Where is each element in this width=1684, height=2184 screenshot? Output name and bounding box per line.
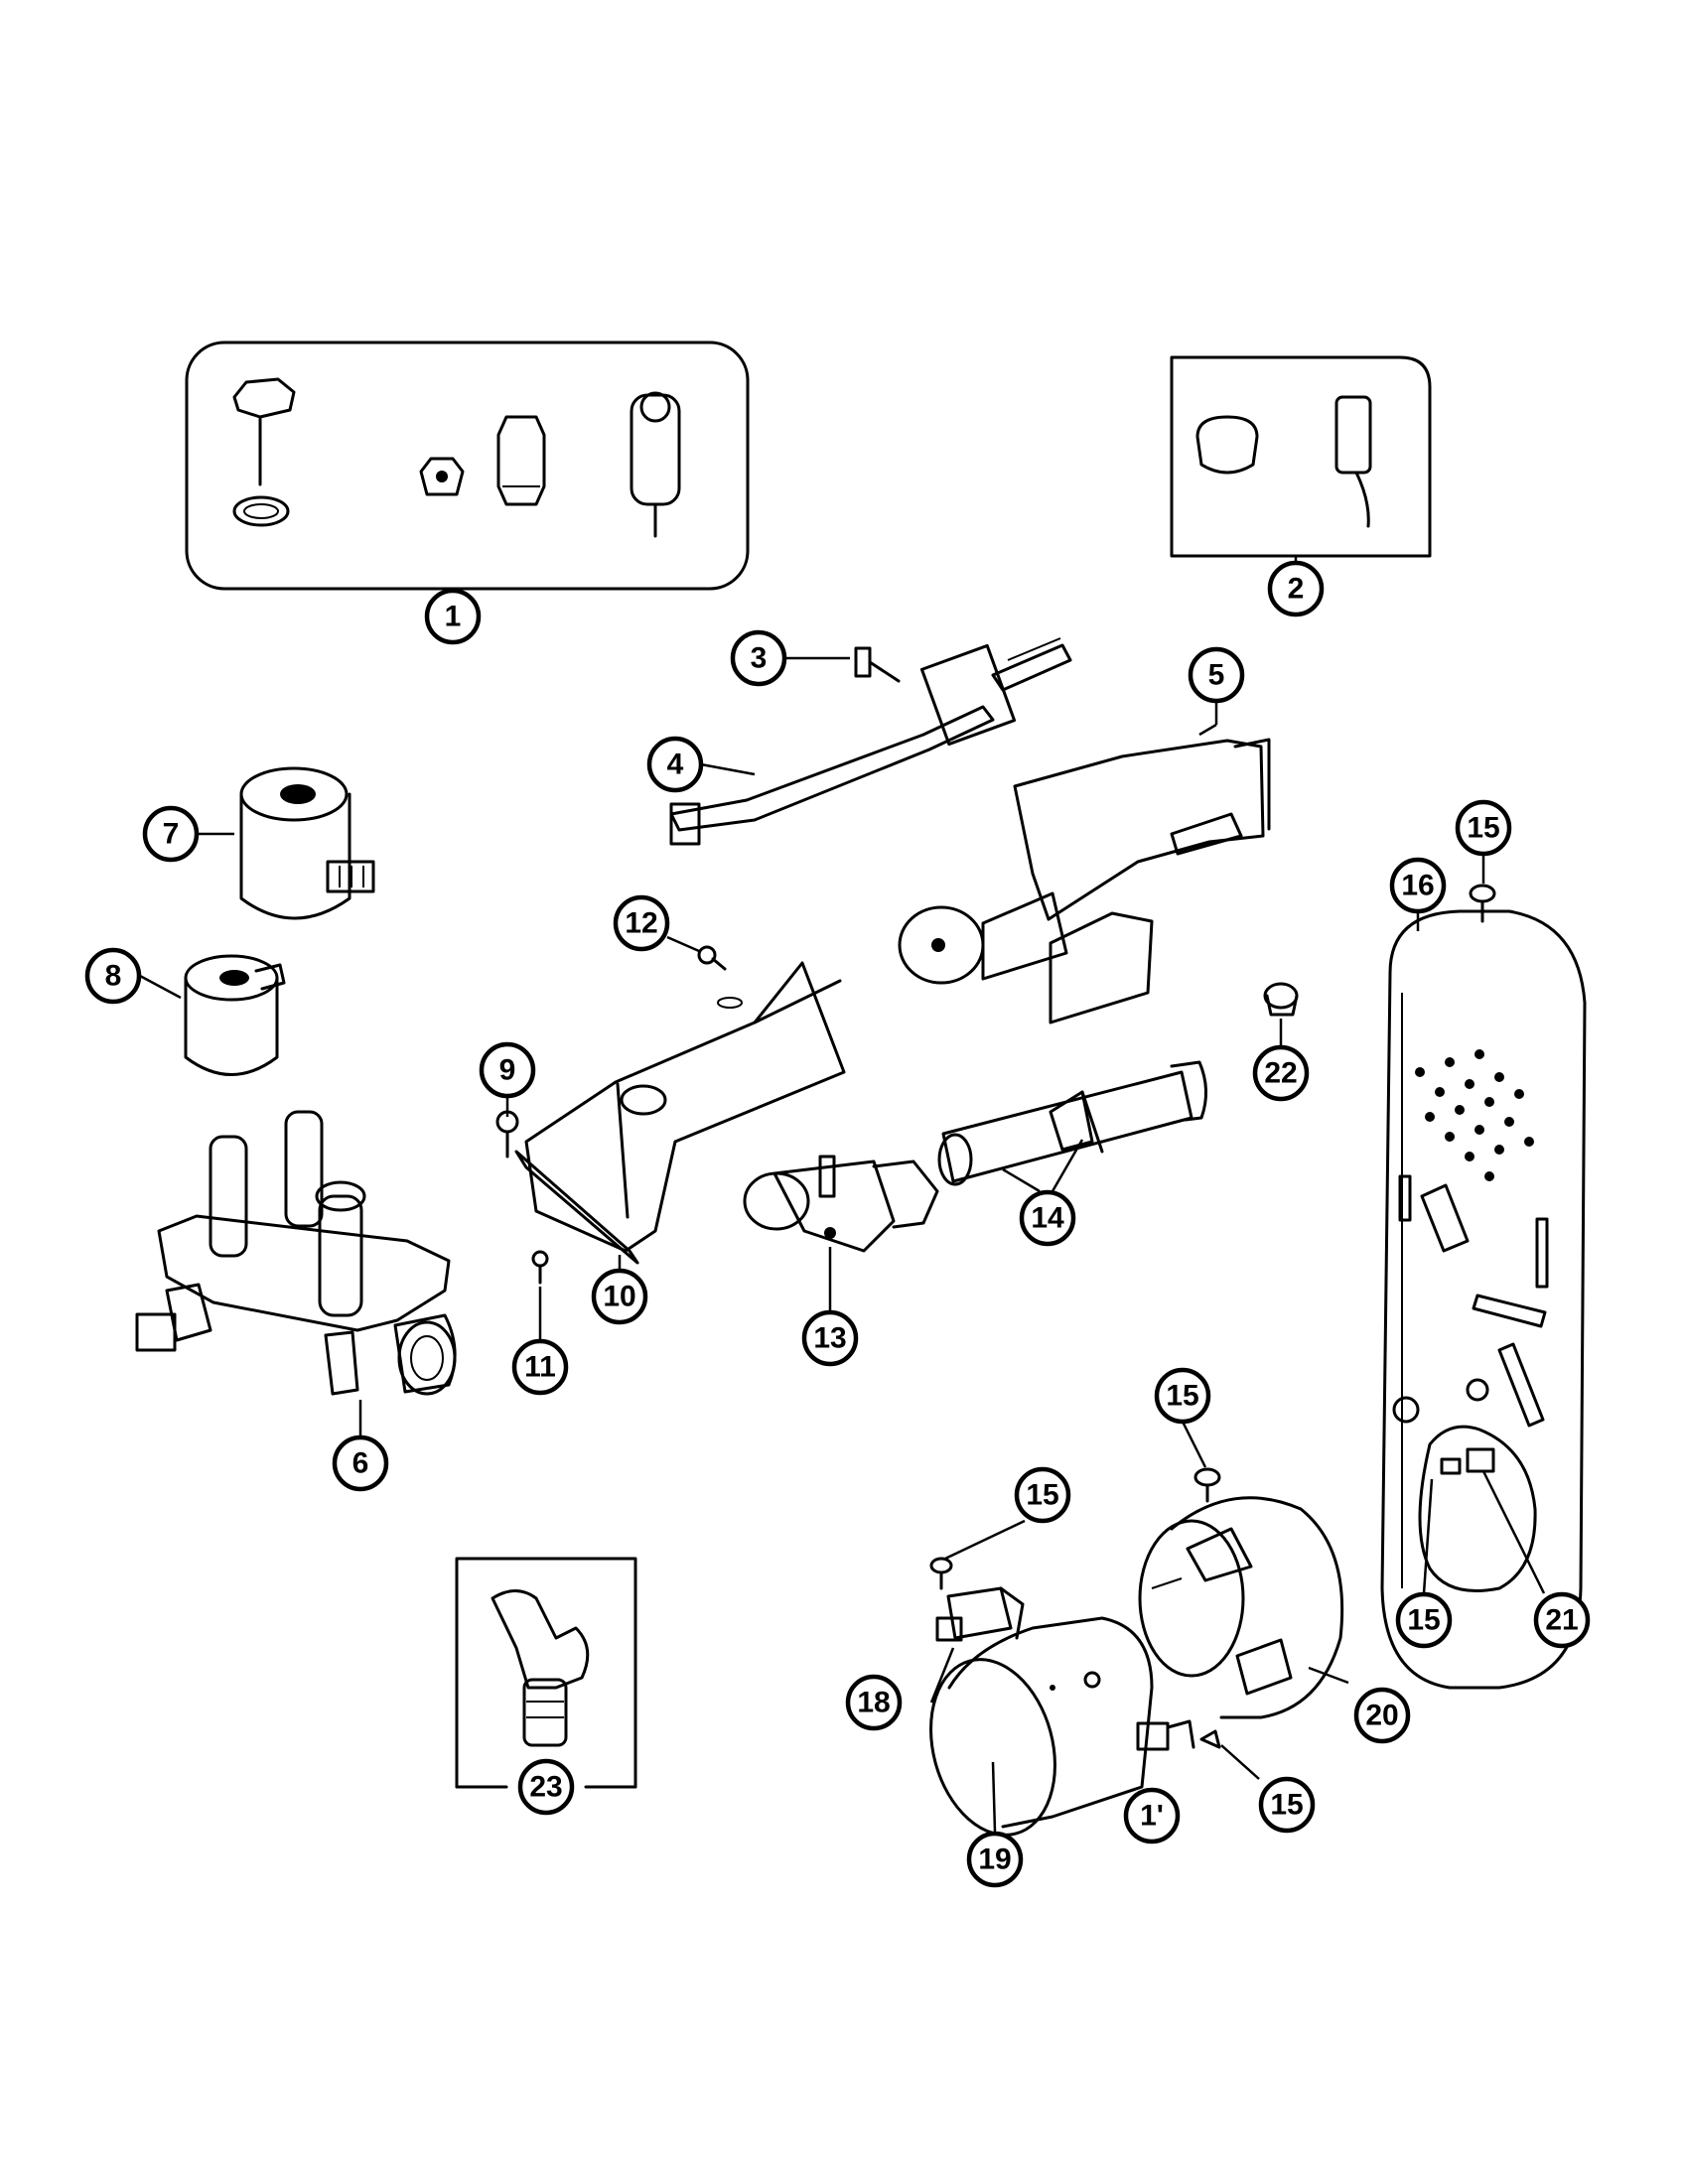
part-21-clip	[1440, 1447, 1495, 1475]
part-23-box	[455, 1557, 637, 1789]
callout-7: 7	[142, 805, 200, 863]
part-15-screw-low	[1199, 1729, 1221, 1749]
callout-8: 8	[84, 947, 142, 1005]
callout-14: 14	[1019, 1189, 1076, 1247]
callout-18: 18	[845, 1674, 903, 1731]
callout-15-left-label: 15	[1026, 1479, 1058, 1512]
callout-13-label: 13	[813, 1322, 846, 1355]
callout-1: 1	[424, 588, 482, 645]
part-6-valve	[135, 1110, 457, 1396]
part-4-igniter	[669, 637, 1072, 846]
callout-13: 13	[801, 1309, 859, 1367]
callout-14-label: 14	[1031, 1202, 1064, 1235]
part-11-screw	[531, 1250, 549, 1285]
part-19-cylinder	[929, 1616, 1154, 1837]
callout-11-label: 11	[524, 1351, 556, 1384]
callout-15-low-label: 15	[1270, 1789, 1303, 1822]
callout-15-cover-label: 15	[1407, 1604, 1440, 1637]
part-18-bracket	[935, 1586, 1025, 1642]
callout-16-label: 16	[1401, 870, 1434, 902]
callout-15-cover: 15	[1395, 1591, 1453, 1649]
kit-2-box	[1170, 355, 1432, 558]
callout-15-mid-label: 15	[1166, 1380, 1198, 1413]
part-15-screw-mid	[1193, 1467, 1221, 1503]
callout-17-label: 1'	[1140, 1800, 1164, 1833]
callout-15-top: 15	[1455, 799, 1512, 857]
callout-1-label: 1	[445, 601, 462, 633]
callout-6: 6	[332, 1434, 389, 1492]
callout-15-low: 15	[1258, 1776, 1316, 1834]
callout-23: 23	[517, 1758, 575, 1816]
callout-8-label: 8	[105, 960, 122, 993]
callout-4: 4	[646, 736, 704, 793]
callout-20-label: 20	[1365, 1700, 1398, 1732]
callout-9-label: 9	[499, 1054, 516, 1087]
part-15-screw-left	[929, 1557, 953, 1590]
kit-1-box	[185, 341, 750, 591]
leader-lines	[139, 556, 1546, 1833]
callout-2-label: 2	[1288, 573, 1305, 606]
callout-5-label: 5	[1208, 659, 1225, 692]
part-13-fitting	[743, 1155, 939, 1253]
callout-22: 22	[1252, 1044, 1310, 1102]
callout-12: 12	[613, 894, 670, 952]
callout-18-label: 18	[857, 1687, 890, 1719]
part-5-burner	[898, 738, 1271, 1024]
callout-20: 20	[1353, 1687, 1411, 1744]
callout-10-label: 10	[603, 1281, 635, 1313]
callout-12-label: 12	[625, 907, 657, 940]
callout-15-top-label: 15	[1467, 812, 1499, 845]
callout-19-label: 19	[978, 1843, 1011, 1876]
part-17-bracket	[1136, 1719, 1195, 1751]
part-9-screw	[495, 1110, 519, 1159]
part-3-screw	[854, 646, 901, 683]
callout-23-label: 23	[529, 1771, 562, 1804]
callout-6-label: 6	[352, 1447, 369, 1480]
part-7-coil	[239, 766, 375, 920]
callout-10: 10	[591, 1268, 648, 1325]
callout-2: 2	[1267, 560, 1325, 617]
callout-3: 3	[730, 629, 787, 687]
callout-21-label: 21	[1545, 1604, 1578, 1637]
callout-15-left: 15	[1014, 1466, 1071, 1524]
callout-5: 5	[1188, 646, 1245, 704]
callout-3-label: 3	[751, 642, 768, 675]
callout-15-mid: 15	[1154, 1367, 1211, 1425]
callout-19: 19	[966, 1831, 1024, 1888]
part-22-fitting	[1263, 982, 1299, 1017]
callout-17: 1'	[1123, 1787, 1181, 1844]
part-16-cover	[1380, 909, 1587, 1690]
part-10-bracket	[514, 961, 846, 1265]
callout-9: 9	[479, 1041, 536, 1099]
part-20-shield	[1138, 1496, 1344, 1719]
callout-22-label: 22	[1264, 1057, 1297, 1090]
part-15-screw-top	[1469, 884, 1496, 923]
callout-11: 11	[511, 1338, 569, 1396]
callout-16: 16	[1389, 857, 1447, 914]
callout-21: 21	[1533, 1591, 1591, 1649]
cover-perforations	[1415, 1049, 1534, 1181]
callout-7-label: 7	[163, 818, 180, 851]
part-12-screw	[697, 945, 727, 971]
callout-4-label: 4	[667, 749, 684, 781]
part-8-coil	[184, 954, 286, 1076]
part-14-pipe	[937, 1060, 1207, 1186]
